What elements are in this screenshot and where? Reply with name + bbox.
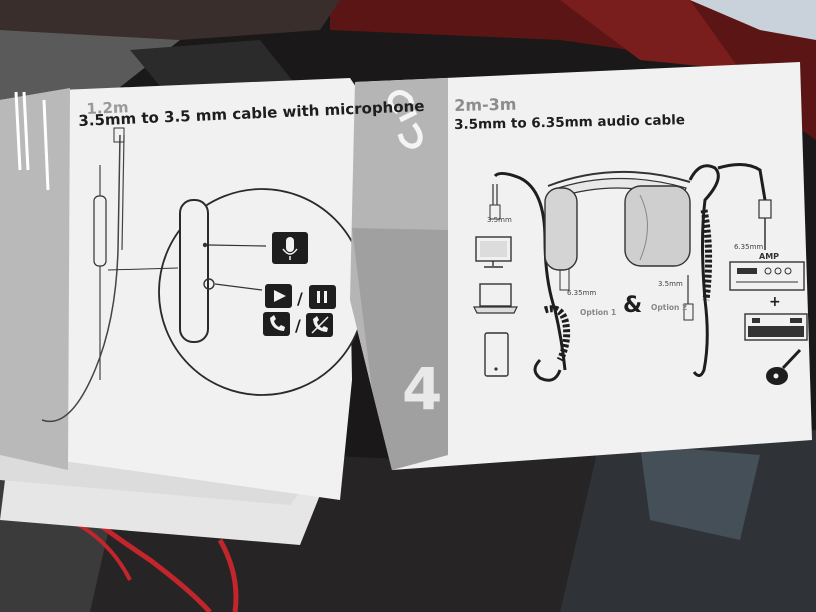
pause-icon bbox=[309, 285, 336, 309]
tablet-icon bbox=[484, 332, 509, 377]
monitor-icon bbox=[475, 236, 512, 268]
phone-answer-icon bbox=[263, 312, 290, 336]
label-3-5mm-mid: 3.5mm bbox=[658, 280, 683, 288]
label-3-5mm-top: 3.5mm bbox=[487, 216, 512, 224]
ampersand: & bbox=[623, 293, 642, 318]
phone-end-icon bbox=[306, 313, 333, 337]
label-6-35mm-right: 6.35mm bbox=[734, 243, 763, 251]
svg-text:/: / bbox=[295, 316, 301, 335]
option1-label: Option 1 bbox=[580, 308, 616, 317]
right-page bbox=[350, 62, 812, 470]
page-number: 4 bbox=[402, 355, 443, 423]
svg-text:/: / bbox=[297, 289, 303, 308]
play-icon bbox=[265, 284, 292, 308]
guitar-icon bbox=[766, 348, 802, 385]
option2-label: Option 2 bbox=[651, 303, 687, 312]
amplifier-icon bbox=[729, 261, 805, 291]
right-cable-length: 2m-3m bbox=[454, 94, 517, 115]
link-icon bbox=[387, 90, 423, 149]
microphone-icon bbox=[272, 232, 308, 264]
keyboard-icon bbox=[744, 313, 808, 341]
amp-label: AMP bbox=[759, 252, 779, 261]
laptop-icon bbox=[473, 283, 518, 314]
headphones-icon bbox=[544, 170, 691, 271]
label-6-35mm-left: 6.35mm bbox=[567, 289, 596, 297]
plus-sign: + bbox=[769, 294, 781, 310]
